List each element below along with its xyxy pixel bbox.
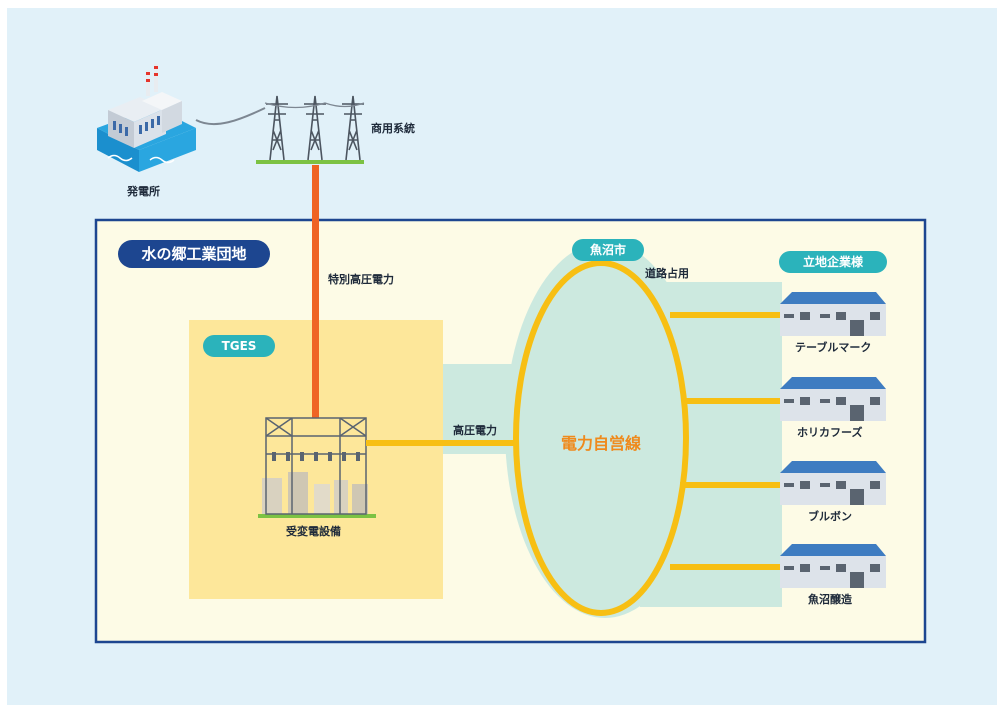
substation-label: 受変電設備 [286, 525, 341, 538]
private-power-loop [513, 260, 689, 616]
park-badge: 水の郷工業団地 [118, 240, 270, 268]
city-badge: 魚沼市 [572, 239, 644, 261]
tges-badge: TGES [203, 335, 275, 357]
company-label-3: ブルボン [808, 510, 852, 523]
factory-icon-2 [780, 377, 886, 421]
power-plant-icon [97, 64, 196, 172]
company-label-1: テーブルマーク [795, 341, 872, 354]
transmission-towers-icon [256, 95, 365, 164]
company-label-4: 魚沼醸造 [808, 593, 852, 606]
private-line-label: 電力自営線 [561, 434, 642, 453]
factory-icon-3 [780, 461, 886, 505]
company-label-2: ホリカフーズ [797, 426, 863, 439]
power-plant-label: 発電所 [127, 185, 160, 198]
transmission-wire [195, 107, 266, 125]
commercial-grid-label: 商用系統 [371, 122, 415, 135]
factory-icon-4 [780, 544, 886, 588]
substation-icon [258, 417, 376, 518]
high-voltage-line [366, 440, 516, 446]
road-use-label: 道路占用 [645, 267, 689, 280]
factory-icon-1 [780, 292, 886, 336]
branch-lines [670, 312, 782, 570]
extra-high-voltage-line [312, 165, 319, 418]
extra-high-voltage-label: 特別高圧電力 [328, 273, 394, 286]
companies-badge: 立地企業様 [779, 251, 887, 273]
high-voltage-label: 高圧電力 [453, 424, 497, 437]
